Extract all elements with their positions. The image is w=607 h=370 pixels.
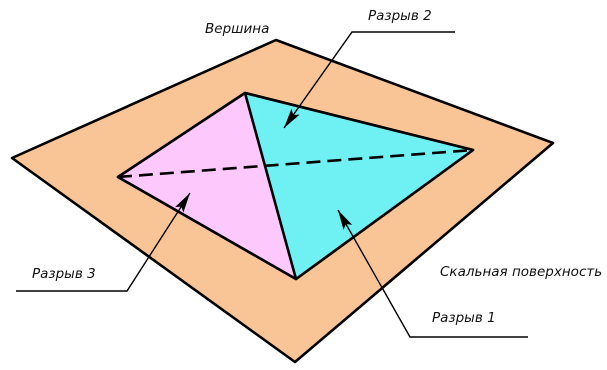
label-rupture-2: Разрыв 2 <box>368 8 432 24</box>
label-rupture-3: Разрыв 3 <box>32 266 96 282</box>
label-apex: Вершина <box>205 21 269 37</box>
label-rock-surface: Скальная поверхность <box>440 264 602 280</box>
label-rupture-1: Разрыв 1 <box>432 310 496 326</box>
